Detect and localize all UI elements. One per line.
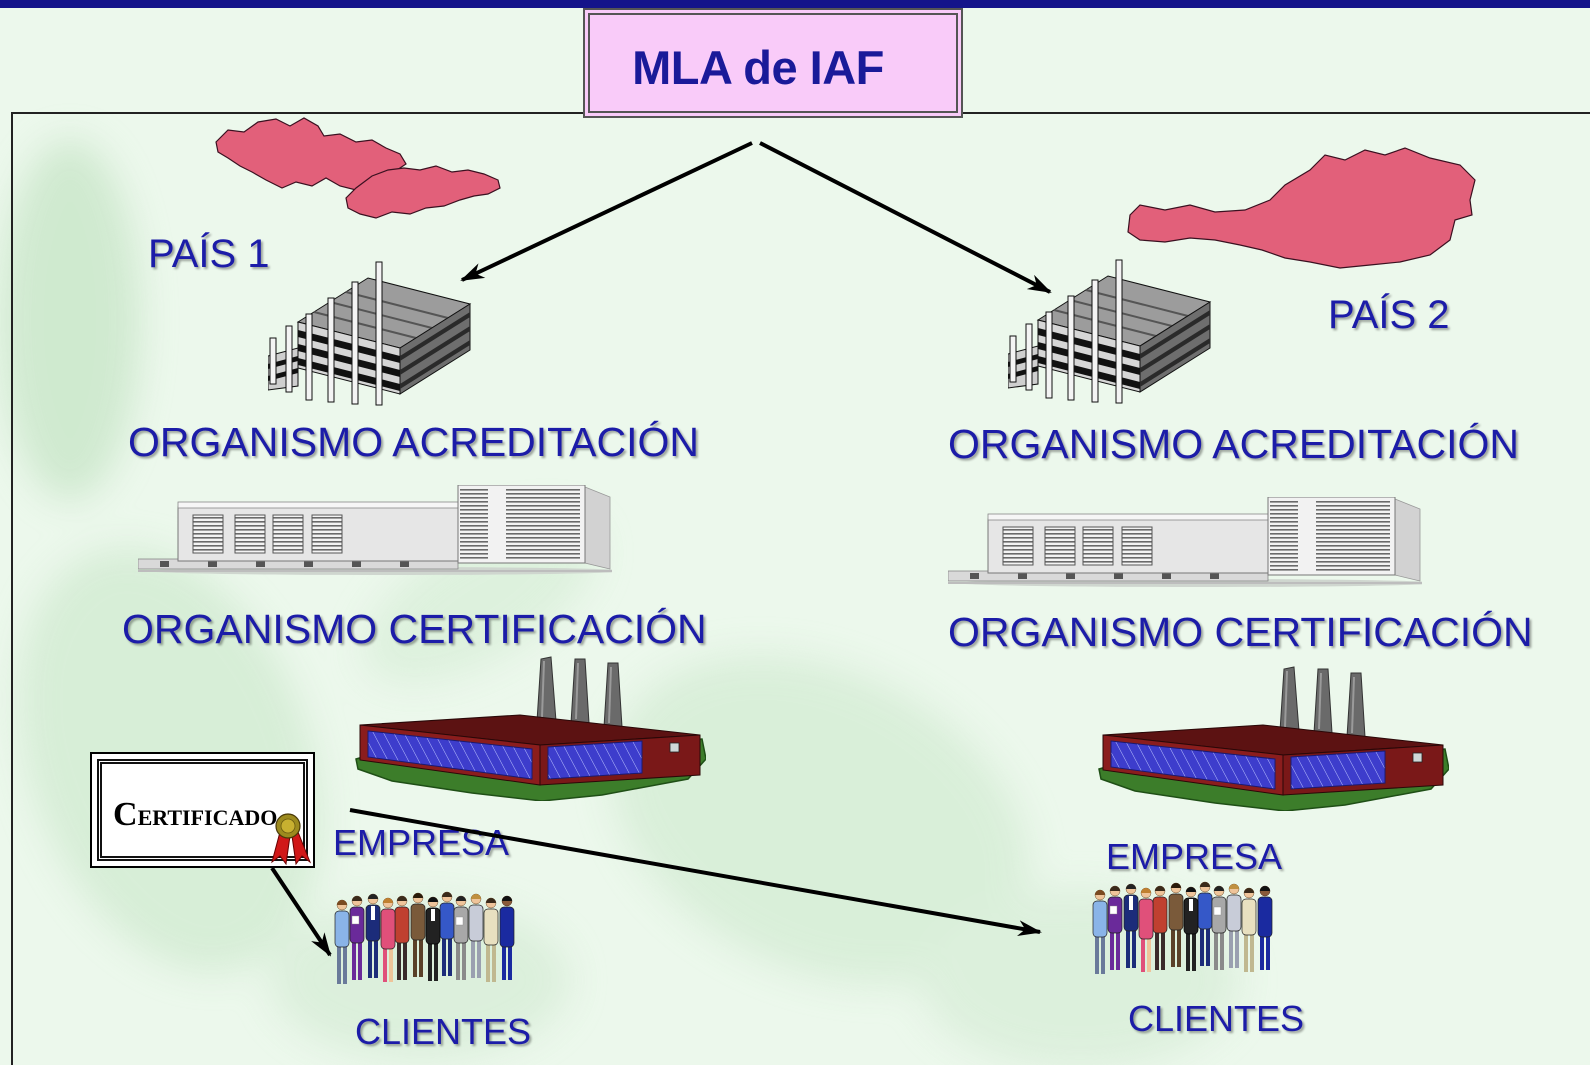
company-label-2: EMPRESA	[1106, 836, 1283, 877]
people-group-icon	[1092, 881, 1273, 975]
austria-map-icon	[1127, 147, 1476, 269]
office-building-icon	[268, 261, 471, 406]
clients-label-2: CLIENTES	[1128, 998, 1305, 1039]
certification-body-label-2: ORGANISMO CERTIFICACIÓN	[948, 609, 1533, 655]
accreditation-body-label-2: ORGANISMO ACREDITACIÓN	[948, 421, 1520, 467]
certificate-frame	[97, 759, 308, 861]
country-1-label: PAÍS 1	[148, 232, 270, 276]
company-label-1: EMPRESA	[333, 822, 510, 863]
clients-label-1: CLIENTES	[355, 1011, 532, 1052]
top-bar	[0, 0, 1590, 8]
office-building-icon	[1008, 259, 1211, 404]
warehouse-building-icon	[948, 497, 1422, 588]
warehouse-building-icon	[138, 485, 612, 576]
certification-body-label-1: ORGANISMO CERTIFICACIÓN	[122, 606, 707, 652]
certificate-label: CERTIFICADO	[113, 796, 278, 833]
title-box: MLA de IAF	[583, 8, 963, 118]
factory-icon	[355, 656, 706, 801]
factory-icon	[1098, 666, 1449, 811]
certificate-icon: CERTIFICADO	[90, 752, 315, 868]
czechoslovakia-map-icon	[215, 117, 501, 219]
country-2-label: PAÍS 2	[1328, 293, 1450, 337]
award-ribbon-icon	[271, 813, 312, 866]
people-group-icon	[334, 891, 515, 985]
accreditation-body-label-1: ORGANISMO ACREDITACIÓN	[128, 419, 700, 465]
slide-title: MLA de IAF	[632, 40, 884, 94]
